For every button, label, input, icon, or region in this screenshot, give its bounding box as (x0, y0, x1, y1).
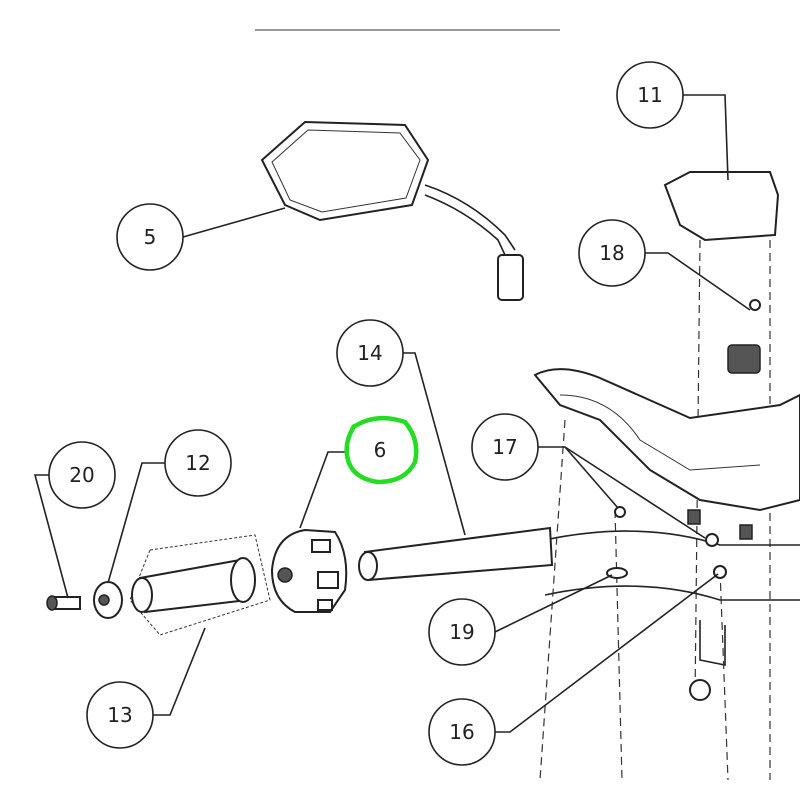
handlebar-cover-part (533, 171, 800, 781)
switch-housing-part (270, 528, 348, 613)
callout-20: 20 (48, 441, 116, 509)
callout-19: 19 (428, 598, 496, 666)
callout-label: 13 (107, 703, 132, 727)
callout-5: 5 (116, 203, 184, 271)
mirror-part (260, 120, 524, 301)
callout-label: 18 (599, 241, 624, 265)
callout-label: 14 (357, 341, 382, 365)
leader-lines (33, 94, 751, 733)
handlebar-part (358, 526, 554, 582)
callout-14: 14 (336, 319, 404, 387)
callout-13: 13 (86, 681, 154, 749)
callout-12: 12 (164, 429, 232, 497)
callout-label: 20 (69, 463, 94, 487)
callout-16: 16 (428, 698, 496, 766)
callout-label: 17 (492, 435, 517, 459)
grip-part (129, 534, 271, 636)
callout-11: 11 (616, 61, 684, 129)
callout-17: 17 (471, 413, 539, 481)
callout-label: 11 (637, 83, 662, 107)
callout-label: 19 (449, 620, 474, 644)
callout-label: 6 (374, 438, 387, 462)
bar-end-part (46, 581, 123, 619)
callout-label: 12 (185, 451, 210, 475)
callout-18: 18 (578, 219, 646, 287)
callout-label: 5 (144, 225, 157, 249)
callout-6-highlighted: 6 (344, 415, 419, 485)
callout-label: 16 (449, 720, 474, 744)
